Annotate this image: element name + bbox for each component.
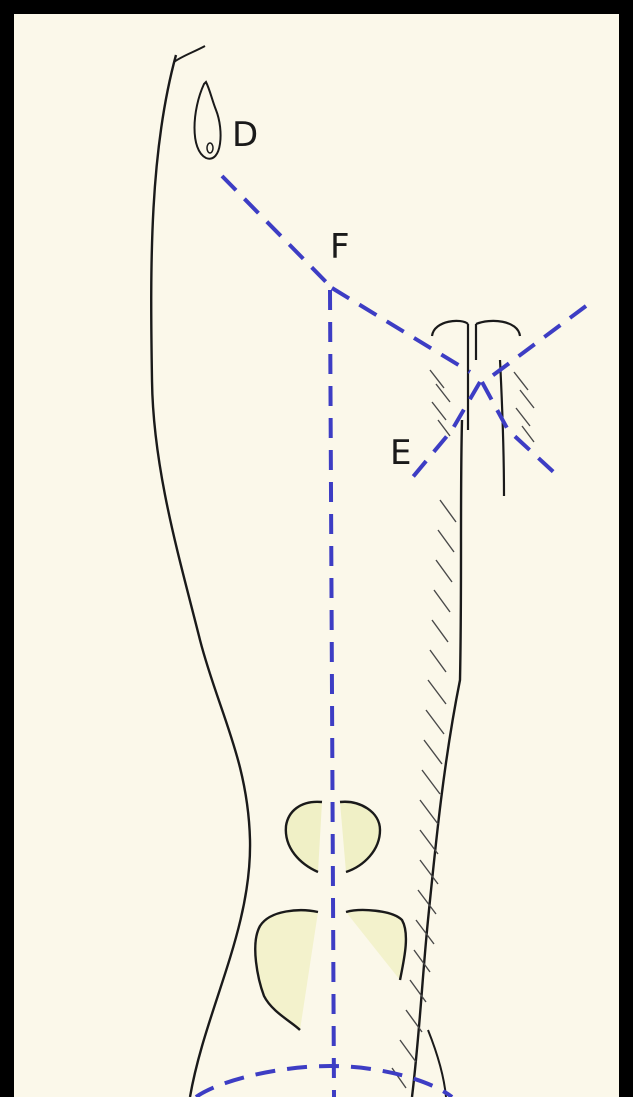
label-F: F (330, 227, 350, 267)
paper-background (14, 14, 619, 1097)
label-E: E (390, 433, 411, 473)
label-D: D (232, 115, 258, 155)
